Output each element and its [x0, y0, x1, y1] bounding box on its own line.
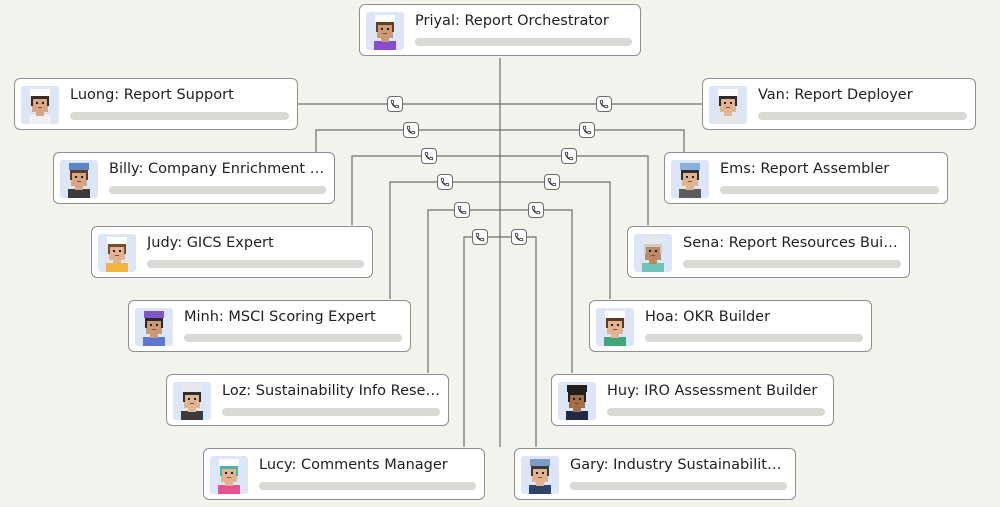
agent-avatar-priyal [366, 12, 404, 50]
phone-icon[interactable] [544, 174, 560, 190]
agent-name: Loz: Sustainability Info Research [222, 383, 440, 399]
agent-name: Van: Report Deployer [758, 87, 913, 103]
agent-name: Sena: Report Resources Builder [683, 235, 901, 251]
agent-progress-bar [607, 408, 825, 416]
agent-progress-bar [109, 186, 326, 194]
agent-avatar-van [709, 86, 747, 124]
agent-card-ems[interactable]: Ems: Report Assembler [664, 152, 948, 204]
agent-avatar-sena [634, 234, 672, 272]
agent-avatar-billy [60, 160, 98, 198]
agent-card-gary[interactable]: Gary: Industry Sustainability Specialist [514, 448, 796, 500]
agent-card-priyal[interactable]: Priyal: Report Orchestrator [359, 4, 641, 56]
phone-icon[interactable] [511, 229, 527, 245]
agent-progress-bar [70, 112, 289, 120]
agent-progress-bar [259, 482, 476, 490]
agent-avatar-luong [21, 86, 59, 124]
agent-avatar-hoa [596, 308, 634, 346]
agent-progress-bar [720, 186, 939, 194]
agent-progress-bar [222, 408, 440, 416]
phone-icon[interactable] [437, 174, 453, 190]
phone-icon[interactable] [387, 96, 403, 112]
phone-icon[interactable] [561, 148, 577, 164]
agent-avatar-judy [98, 234, 136, 272]
agent-avatar-huy [558, 382, 596, 420]
agent-card-lucy[interactable]: Lucy: Comments Manager [203, 448, 485, 500]
agent-card-billy[interactable]: Billy: Company Enrichment Expert [53, 152, 335, 204]
agent-name: Lucy: Comments Manager [259, 457, 448, 473]
agent-card-minh[interactable]: Minh: MSCI Scoring Expert [128, 300, 411, 352]
phone-icon[interactable] [472, 229, 488, 245]
agent-name: Huy: IRO Assessment Builder [607, 383, 818, 399]
agent-avatar-loz [173, 382, 211, 420]
phone-icon[interactable] [454, 202, 470, 218]
agent-avatar-gary [521, 456, 559, 494]
agent-name: Minh: MSCI Scoring Expert [184, 309, 376, 325]
agent-card-judy[interactable]: Judy: GICS Expert [91, 226, 373, 278]
agent-progress-bar [758, 112, 967, 120]
phone-icon[interactable] [403, 122, 419, 138]
agent-name: Hoa: OKR Builder [645, 309, 771, 325]
agent-card-loz[interactable]: Loz: Sustainability Info Research [166, 374, 449, 426]
agent-card-luong[interactable]: Luong: Report Support [14, 78, 298, 130]
agent-progress-bar [415, 38, 632, 46]
phone-icon[interactable] [596, 96, 612, 112]
agent-name: Gary: Industry Sustainability Specialist [570, 457, 787, 473]
agent-card-sena[interactable]: Sena: Report Resources Builder [627, 226, 910, 278]
agent-card-van[interactable]: Van: Report Deployer [702, 78, 976, 130]
agent-avatar-lucy [210, 456, 248, 494]
agent-progress-bar [645, 334, 863, 342]
agent-name: Luong: Report Support [70, 87, 234, 103]
agent-progress-bar [184, 334, 402, 342]
phone-icon[interactable] [579, 122, 595, 138]
agent-avatar-minh [135, 308, 173, 346]
agent-name: Ems: Report Assembler [720, 161, 890, 177]
agent-progress-bar [683, 260, 901, 268]
agent-name: Judy: GICS Expert [147, 235, 274, 251]
phone-icon[interactable] [421, 148, 437, 164]
agent-name: Priyal: Report Orchestrator [415, 13, 609, 29]
agent-name: Billy: Company Enrichment Expert [109, 161, 326, 177]
phone-icon[interactable] [528, 202, 544, 218]
agent-card-hoa[interactable]: Hoa: OKR Builder [589, 300, 872, 352]
agent-progress-bar [570, 482, 787, 490]
agent-avatar-ems [671, 160, 709, 198]
agent-card-huy[interactable]: Huy: IRO Assessment Builder [551, 374, 834, 426]
agent-progress-bar [147, 260, 364, 268]
